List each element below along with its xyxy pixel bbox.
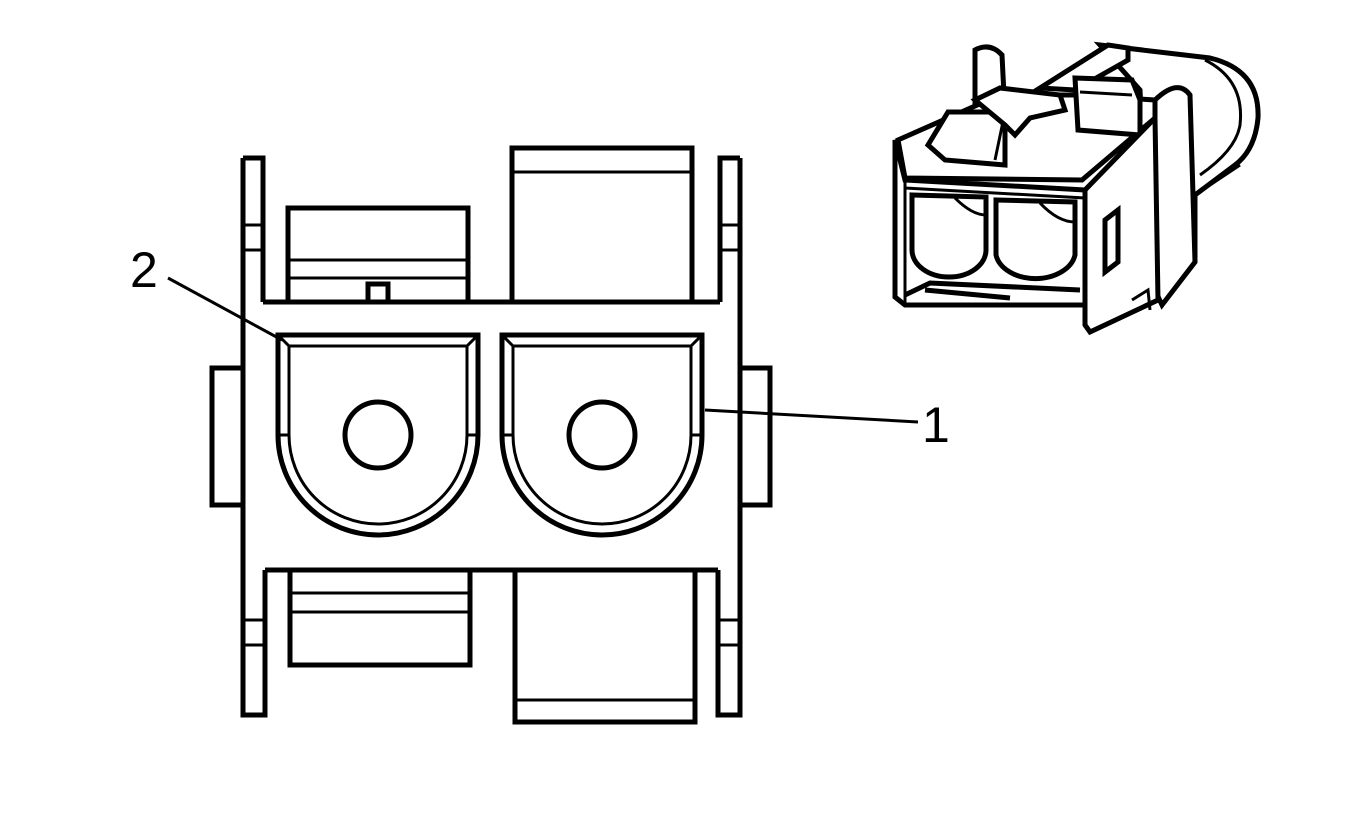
callout-1: 1: [704, 397, 950, 453]
iso-top-ridge: [1032, 42, 1131, 93]
right-rail: [715, 155, 743, 718]
callout-label-2: 2: [130, 242, 158, 298]
iso-side-clip: [1102, 204, 1121, 278]
upper-left-latch-lines: [288, 258, 468, 280]
lower-left-latch-lines: [290, 591, 470, 614]
callout-2: 2: [130, 242, 283, 342]
iso-side-face: [1082, 111, 1161, 336]
left-rail: [240, 155, 268, 718]
iso-latch-arm: [970, 85, 1069, 139]
lower-right-latch: [512, 570, 698, 725]
left-rail-inner: [243, 223, 265, 647]
terminal-cavity-2: [275, 332, 481, 538]
upper-left-latch: [285, 205, 471, 302]
callout-label-1: 1: [922, 397, 950, 453]
leader-line-2: [167, 276, 283, 342]
upper-right-latch: [509, 145, 695, 302]
lower-left-latch: [287, 570, 473, 668]
right-rail-inner: [718, 223, 740, 647]
connector-front-view: [209, 145, 773, 725]
terminal-cavity-1: [499, 332, 705, 538]
iso-cavity-1: [993, 197, 1078, 282]
iso-latch-slot: [1072, 75, 1143, 138]
left-side-tab: [209, 365, 243, 508]
connector-isometric-view: [892, 41, 1261, 336]
terminal-pin-hole-1: [566, 399, 638, 471]
terminal-pin-hole-2: [342, 399, 414, 471]
leader-line-1: [704, 408, 919, 424]
right-side-tab: [740, 365, 773, 508]
iso-bottom-face: [903, 280, 1081, 301]
iso-cavity-2: [909, 192, 989, 280]
iso-right-ear: [1152, 85, 1198, 310]
upper-left-latch-key: [365, 281, 391, 305]
